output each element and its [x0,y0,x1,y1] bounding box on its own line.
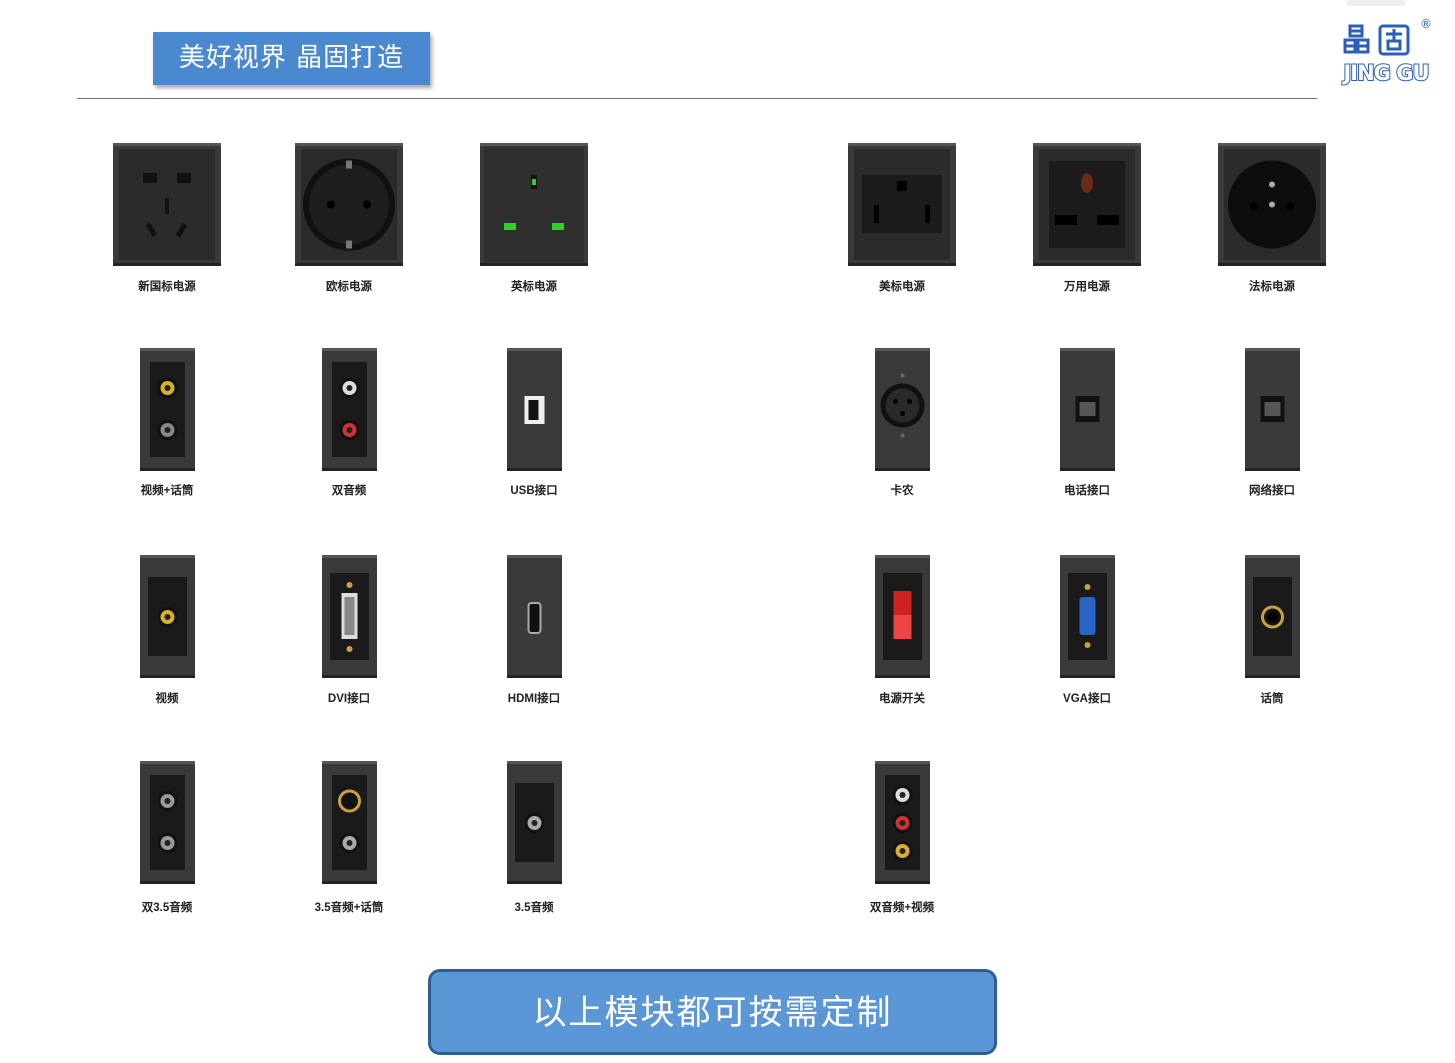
module-label: 视频 [155,693,179,705]
logo-tab [1346,0,1406,6]
module-label: 新国标电源 [138,281,196,293]
module-label: 3.5音频+话筒 [314,902,384,914]
module-label: 双音频 [331,485,367,497]
jinggu-logo-icon: ® JING GU [1340,17,1432,86]
dvi-port-icon [321,555,377,678]
module-label: 英标电源 [511,281,557,293]
module-label: 3.5音频 [514,902,554,914]
logo-english: JING GU [1341,61,1428,85]
dual-audio-jack-icon [321,348,377,471]
module-label: 双3.5音频 [141,902,193,914]
hdmi-port-icon [506,555,562,678]
slogan-text: 美好视界 晶固打造 [178,43,405,73]
module-label: 电话接口 [1064,485,1110,497]
35-audio-mic-jack-icon [321,761,377,884]
module-label: 双音频+视频 [869,902,935,914]
mic-jack-icon [1244,555,1300,678]
fr-power-socket-icon [1218,143,1326,266]
module-label: 欧标电源 [326,281,372,293]
module-label: 美标电源 [879,281,925,293]
module-label: 网络接口 [1249,485,1295,497]
slogan-banner: 美好视界 晶固打造 [153,32,430,85]
usb-port-icon [506,348,562,471]
uk-power-socket-icon [480,143,588,266]
35-audio-jack-icon [506,761,562,884]
module-label: 电源开关 [879,693,925,705]
us-power-socket-icon [848,143,956,266]
module-label: 万用电源 [1064,281,1110,293]
customize-note-text: 以上模块都可按需定制 [532,993,893,1033]
module-label: HDMI接口 [507,693,561,705]
network-port-icon [1244,348,1300,471]
registered-mark: ® [1420,17,1432,31]
module-label: USB接口 [510,485,558,497]
video-mic-jack-icon [139,348,195,471]
header-divider [77,98,1317,99]
module-label: 话筒 [1260,693,1284,705]
module-label: VGA接口 [1063,693,1111,705]
module-label: 卡农 [890,485,914,497]
power-switch-icon [874,555,930,678]
xlr-port-icon [874,348,930,471]
video-jack-icon [139,555,195,678]
brand-logo: ® JING GU 晶固 [1336,16,1436,88]
av-rca-jack-icon [874,761,930,884]
universal-power-socket-icon [1033,143,1141,266]
module-label: 视频+话筒 [140,485,194,497]
vga-port-icon [1059,555,1115,678]
cn-power-socket-icon [113,143,221,266]
customize-note: 以上模块都可按需定制 [428,969,997,1055]
eu-power-socket-icon [295,143,403,266]
module-label: DVI接口 [327,693,371,705]
phone-port-icon [1059,348,1115,471]
module-label: 法标电源 [1249,281,1295,293]
dual-35-audio-jack-icon [139,761,195,884]
